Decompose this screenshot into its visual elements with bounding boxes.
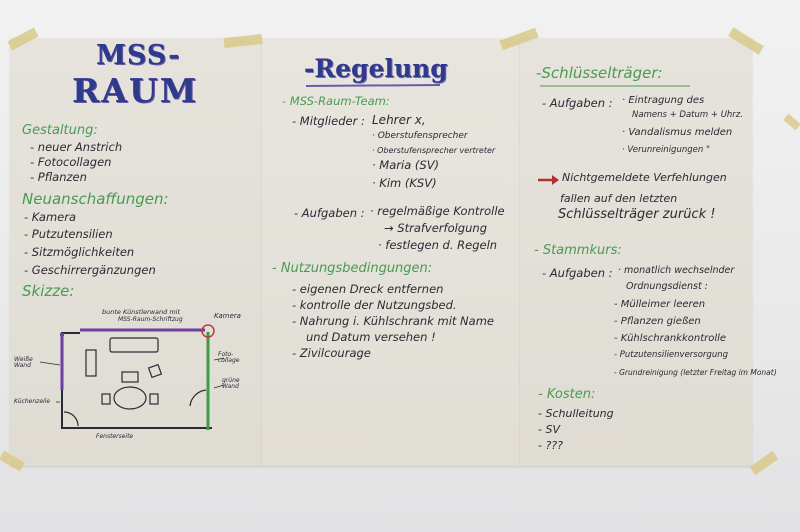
neuanschaffungen-item: - Sitzmöglichkeiten xyxy=(24,245,135,259)
nutzung-item: - Nahrung i. Kühlschrank mit Name xyxy=(292,314,494,328)
round-table xyxy=(113,386,147,410)
kosten-item: - Schulleitung xyxy=(538,407,614,420)
gestaltung-item: - Fotocollagen xyxy=(30,155,112,169)
stammkurs-item: - Mülleimer leeren xyxy=(614,299,706,310)
neuanschaffungen-item: - Kamera xyxy=(24,210,77,224)
sketch-label-kuenstlerwand: bunte Künstlerwand mit xyxy=(102,308,181,316)
warning-line: fallen auf den letzten xyxy=(560,192,678,205)
aufgaben-item: → Strafverfolgung xyxy=(384,221,487,235)
kosten-item: - ??? xyxy=(538,439,563,452)
chair xyxy=(147,363,163,379)
mitglieder-item: Lehrer x, xyxy=(372,113,426,127)
mitglieder-item: · Oberstufensprecher xyxy=(372,131,468,141)
sketch-label-fensterseite: Fensterseite xyxy=(96,433,134,440)
neuanschaffungen-item: - Putzutensilien xyxy=(24,227,113,241)
middle-title: -Regelung xyxy=(304,54,448,83)
stammkurs-item: - Putzutensilienversorgung xyxy=(614,350,728,360)
gestaltung-item: - Pflanzen xyxy=(30,170,87,184)
left-title-line2: RAUM xyxy=(72,71,199,110)
neuanschaffungen-heading: Neuanschaffungen: xyxy=(22,190,169,208)
kosten-item: - SV xyxy=(538,423,560,436)
stammkurs-item: Ordnungsdienst : xyxy=(626,281,708,292)
aufgaben-item: · festlegen d. Regeln xyxy=(378,238,498,252)
sketch-label-gruene-wand: grüne Wand xyxy=(222,377,240,390)
stammkurs-item: - Grundreinigung (letzter Freitag im Mon… xyxy=(614,368,777,377)
team-heading: - MSS-Raum-Team: xyxy=(282,94,390,108)
stammkurs-item: - Pflanzen gießen xyxy=(614,316,701,327)
sofa xyxy=(109,337,159,353)
door-left xyxy=(63,411,79,427)
poster-sheet-left xyxy=(10,38,262,466)
gestaltung-heading: Gestaltung: xyxy=(22,123,98,138)
mitglieder-item: · Oberstufensprecher vertreter xyxy=(372,146,496,155)
shelf xyxy=(85,349,97,377)
stammkurs-label: - Aufgaben : xyxy=(542,266,613,280)
seat-right xyxy=(149,393,159,405)
nutzung-heading: - Nutzungsbedingungen: xyxy=(272,261,433,276)
sketch-label-weisse-wand: Weiße Wand xyxy=(14,356,33,369)
nutzung-item: - Zivilcourage xyxy=(292,346,371,360)
door-right xyxy=(189,389,207,407)
nutzung-item: - eigenen Dreck entfernen xyxy=(292,282,444,296)
sketch-label-kuenstlerwand-2: MSS-Raum-Schriftzug xyxy=(118,316,183,323)
sketch-label-kamera: Kamera xyxy=(214,312,241,320)
stammkurs-item: · monatlich wechselnder xyxy=(618,265,735,276)
sketch-label-kuechenzeile: Küchenzeile xyxy=(14,398,51,405)
sketch-label-fotocollage: Foto-collage xyxy=(218,351,240,364)
right-aufgaben-label: - Aufgaben : xyxy=(542,96,613,110)
right-aufgaben-item: Namens + Datum + Uhrz. xyxy=(632,110,743,120)
aufgaben-item: · regelmäßige Kontrolle xyxy=(370,204,505,218)
aufgaben-label: - Aufgaben : xyxy=(294,206,365,220)
left-title-line1: MSS- xyxy=(96,40,181,71)
mitglieder-item: · Maria (SV) xyxy=(372,158,440,172)
skizze-heading: Skizze: xyxy=(22,282,75,300)
table xyxy=(121,371,139,383)
right-title: -Schlüsselträger: xyxy=(536,64,663,82)
camera-marker xyxy=(201,324,215,338)
nutzung-item: und Datum versehen ! xyxy=(306,330,436,344)
kosten-heading: - Kosten: xyxy=(538,387,596,402)
right-aufgaben-item: · Eintragung des xyxy=(622,95,705,106)
right-aufgaben-item: · Vandalismus melden xyxy=(622,127,733,138)
nutzung-item: - kontrolle der Nutzungsbed. xyxy=(292,298,457,312)
sketch-arrows xyxy=(39,357,225,403)
warning-line: Nichtgemeldete Verfehlungen xyxy=(562,171,727,184)
poster-sheet-middle xyxy=(262,38,520,466)
stammkurs-item: - Kühlschrankkontrolle xyxy=(614,333,727,344)
neuanschaffungen-item: - Geschirrergänzungen xyxy=(24,263,156,277)
gestaltung-item: - neuer Anstrich xyxy=(30,140,123,154)
mitglieder-label: - Mitglieder : xyxy=(292,114,365,128)
poster-sheet-right xyxy=(520,38,752,466)
warning-line: Schlüsselträger zurück ! xyxy=(558,207,716,222)
stammkurs-heading: - Stammkurs: xyxy=(534,243,622,258)
mitglieder-item: · Kim (KSV) xyxy=(372,176,437,190)
seat-left xyxy=(101,393,111,405)
right-aufgaben-item: · Verunreinigungen " xyxy=(622,145,710,155)
